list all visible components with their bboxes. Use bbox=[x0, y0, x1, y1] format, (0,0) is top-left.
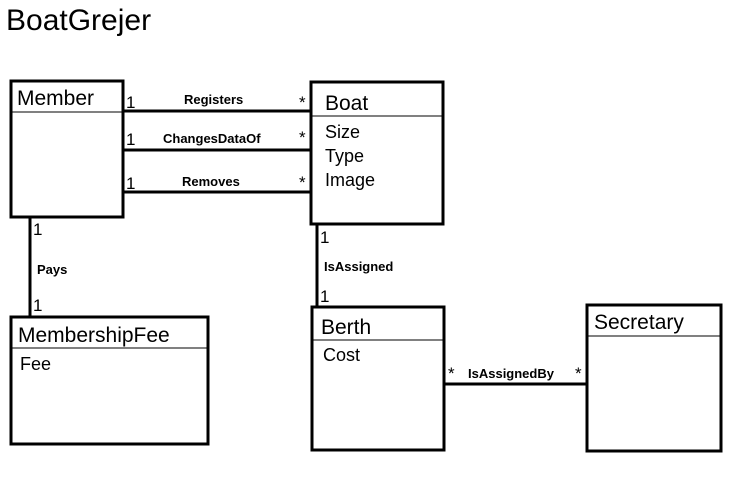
isassigned-from-mult: 1 bbox=[320, 228, 329, 247]
pays-from-mult: 1 bbox=[33, 220, 42, 239]
removes-label: Removes bbox=[182, 174, 240, 189]
berth-attr-cost: Cost bbox=[323, 345, 360, 365]
class-secretary[interactable]: Secretary bbox=[585, 303, 723, 453]
berth-name: Berth bbox=[321, 316, 371, 339]
changesdataof-to-mult: * bbox=[299, 128, 306, 147]
isassigned-to-mult: 1 bbox=[320, 287, 329, 306]
class-berth[interactable]: Berth Cost bbox=[310, 305, 446, 452]
diagram-title: BoatGrejer bbox=[6, 4, 152, 37]
boat-attr-type: Type bbox=[325, 146, 364, 166]
isassignedby-label: IsAssignedBy bbox=[468, 366, 555, 381]
class-membershipfee[interactable]: MembershipFee Fee bbox=[9, 315, 210, 446]
boat-attr-size: Size bbox=[325, 122, 360, 142]
membershipfee-attr-fee: Fee bbox=[20, 354, 51, 374]
registers-to-mult: * bbox=[299, 93, 306, 112]
boat-name: Boat bbox=[325, 92, 368, 115]
membershipfee-name: MembershipFee bbox=[18, 324, 170, 347]
registers-label: Registers bbox=[184, 92, 243, 107]
pays-to-mult: 1 bbox=[33, 296, 42, 315]
isassignedby-to-mult: * bbox=[575, 364, 582, 383]
registers-from-mult: 1 bbox=[126, 93, 135, 112]
changesdataof-label: ChangesDataOf bbox=[163, 131, 261, 146]
secretary-name: Secretary bbox=[594, 311, 684, 334]
removes-from-mult: 1 bbox=[126, 174, 135, 193]
pays-label: Pays bbox=[37, 262, 67, 277]
member-name: Member bbox=[17, 87, 94, 110]
boat-attr-image: Image bbox=[325, 170, 375, 190]
removes-to-mult: * bbox=[299, 173, 306, 192]
isassigned-label: IsAssigned bbox=[324, 259, 393, 274]
class-member[interactable]: Member bbox=[9, 79, 125, 219]
class-boat[interactable]: Boat Size Type Image bbox=[309, 80, 445, 226]
isassignedby-from-mult: * bbox=[448, 364, 455, 383]
changesdataof-from-mult: 1 bbox=[126, 130, 135, 149]
